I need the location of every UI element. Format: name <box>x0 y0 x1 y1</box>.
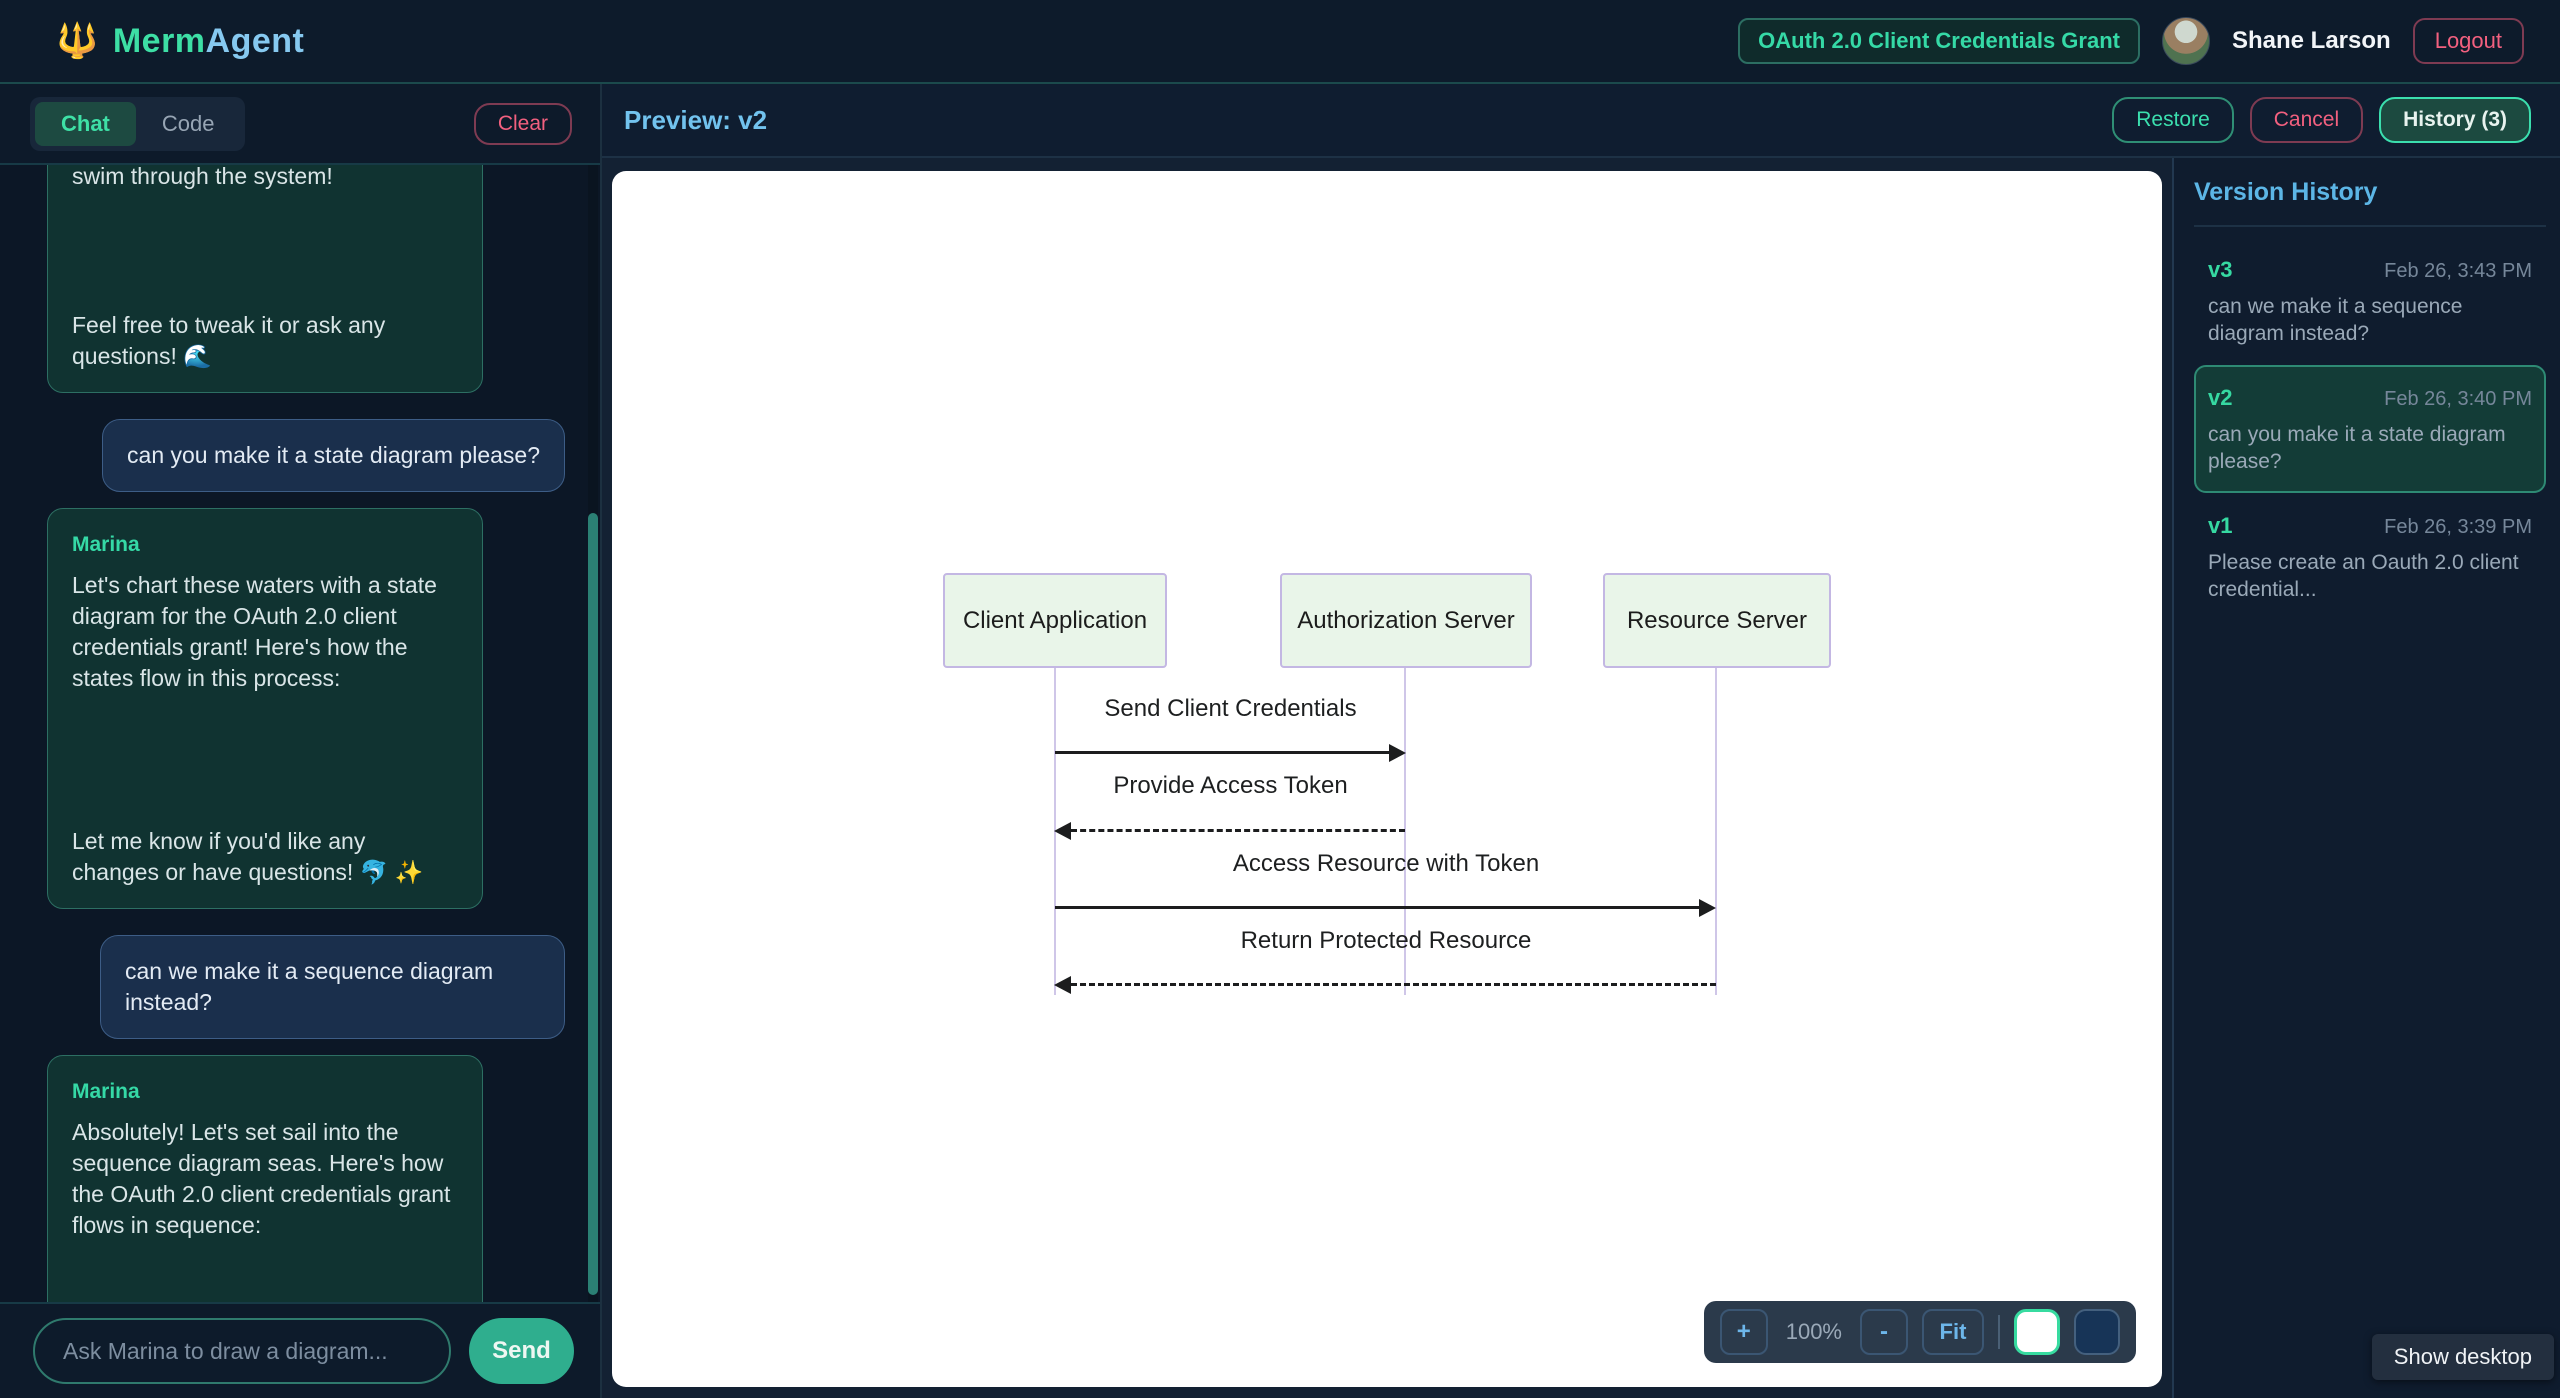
message-text: Feel free to tweak it or ask any questio… <box>72 312 386 369</box>
cancel-button[interactable]: Cancel <box>2249 97 2364 143</box>
preview-actions: Restore Cancel History (3) <box>2112 97 2531 143</box>
user-message: can we make it a sequence diagram instea… <box>100 935 565 1039</box>
chat-message-list[interactable]: This will help you see how the tokens sw… <box>0 165 600 1302</box>
version-item-header: v3 Feb 26, 3:43 PM <box>2208 257 2532 283</box>
avatar[interactable] <box>2161 17 2210 65</box>
arrowhead-icon <box>1389 744 1406 762</box>
version-timestamp: Feb 26, 3:39 PM <box>2384 516 2532 538</box>
sequence-actor: Client Application <box>943 573 1167 668</box>
app-logo: 🔱 MermAgent <box>56 21 304 61</box>
message-diagram-gap <box>72 1241 458 1302</box>
chat-input-bar: Send <box>0 1302 600 1398</box>
sequence-message-line <box>1071 829 1405 832</box>
sidebar-tab-bar: Chat Code Clear <box>0 84 600 165</box>
show-desktop-tooltip: Show desktop <box>2371 1334 2554 1380</box>
version-prompt: can we make it a sequence diagram instea… <box>2208 295 2463 345</box>
preview-header: Preview: v2 Restore Cancel History (3) <box>602 84 2560 158</box>
version-timestamp: Feb 26, 3:43 PM <box>2384 260 2532 282</box>
message-author: Marina <box>72 1080 140 1103</box>
logo-text: MermAgent <box>113 22 305 61</box>
user-message: can you make it a state diagram please? <box>102 419 565 492</box>
version-history-title: Version History <box>2194 178 2546 227</box>
sequence-message-line <box>1071 983 1716 986</box>
version-item-header: v2 Feb 26, 3:40 PM <box>2208 385 2532 411</box>
version-label: v3 <box>2208 257 2233 282</box>
chat-sidebar: Chat Code Clear This will help you see h… <box>0 84 602 1398</box>
tab-code[interactable]: Code <box>136 102 241 146</box>
version-prompt: Please create an Oauth 2.0 client creden… <box>2208 551 2519 601</box>
version-label: v1 <box>2208 513 2233 538</box>
lifeline <box>1715 668 1717 995</box>
tab-group: Chat Code <box>30 96 246 151</box>
sequence-message-label: Send Client Credentials <box>1104 695 1357 722</box>
version-label: v2 <box>2208 385 2233 410</box>
message-text: Let's chart these waters with a state di… <box>72 572 437 691</box>
version-item-v1[interactable]: v1 Feb 26, 3:39 PM Please create an Oaut… <box>2194 493 2546 621</box>
clear-chat-button[interactable]: Clear <box>473 102 572 145</box>
sequence-actor: Authorization Server <box>1280 573 1532 668</box>
logo-agent: Agent <box>205 21 305 60</box>
project-badge: OAuth 2.0 Client Credentials Grant <box>1738 18 2140 64</box>
sequence-message-line <box>1055 906 1700 909</box>
version-item-v3[interactable]: v3 Feb 26, 3:43 PM can we make it a sequ… <box>2194 237 2546 365</box>
diagram-canvas: Client Application Authorization Server … <box>612 171 2162 1387</box>
message-diagram-gap <box>72 694 458 826</box>
zoom-in-button[interactable]: + <box>1719 1309 1768 1355</box>
message-text: Absolutely! Let's set sail into the sequ… <box>72 1119 451 1238</box>
sequence-message-label: Provide Access Token <box>1113 772 1348 799</box>
fit-button[interactable]: Fit <box>1922 1309 1984 1355</box>
toolbar-divider <box>1998 1315 2000 1349</box>
main-body: Client Application Authorization Server … <box>602 158 2560 1398</box>
logout-button[interactable]: Logout <box>2412 18 2524 64</box>
logo-merm: Merm <box>112 21 206 60</box>
theme-dark-swatch[interactable] <box>2074 1309 2120 1355</box>
top-bar-right: OAuth 2.0 Client Credentials Grant Shane… <box>1738 17 2524 65</box>
zoom-level: 100% <box>1785 1319 1842 1344</box>
workspace: Chat Code Clear This will help you see h… <box>0 84 2560 1398</box>
zoom-toolbar: + 100% - Fit <box>1703 1301 2136 1363</box>
history-button[interactable]: History (3) <box>2379 97 2531 143</box>
version-timestamp: Feb 26, 3:40 PM <box>2384 388 2532 410</box>
tab-chat[interactable]: Chat <box>35 101 136 146</box>
assistant-message: Marina Absolutely! Let's set sail into t… <box>47 1055 483 1302</box>
version-item-v2[interactable]: v2 Feb 26, 3:40 PM can you make it a sta… <box>2194 365 2546 493</box>
sequence-message-label: Return Protected Resource <box>1240 927 1532 954</box>
assistant-message: Marina Let's chart these waters with a s… <box>47 508 483 909</box>
message-text: Let me know if you'd like any changes or… <box>72 828 424 885</box>
message-text: This will help you see how the tokens sw… <box>72 165 333 189</box>
sequence-message-line <box>1055 751 1390 754</box>
sequence-message-label: Access Resource with Token <box>1232 850 1540 877</box>
preview-title: Preview: v2 <box>624 104 768 135</box>
chat-input[interactable] <box>33 1318 451 1384</box>
diagram-canvas-wrap: Client Application Authorization Server … <box>602 158 2172 1398</box>
zoom-out-button[interactable]: - <box>1860 1309 1908 1355</box>
assistant-message: This will help you see how the tokens sw… <box>47 165 483 393</box>
chat-scrollbar-thumb[interactable] <box>588 513 598 1295</box>
lifeline <box>1404 668 1406 995</box>
send-button[interactable]: Send <box>469 1318 574 1384</box>
version-prompt: can you make it a state diagram please? <box>2208 423 2506 473</box>
top-bar: 🔱 MermAgent OAuth 2.0 Client Credentials… <box>0 0 2560 84</box>
arrowhead-icon <box>1054 822 1071 840</box>
restore-button[interactable]: Restore <box>2112 97 2234 143</box>
trident-icon: 🔱 <box>56 22 99 60</box>
arrowhead-icon <box>1699 899 1716 917</box>
arrowhead-icon <box>1054 976 1071 994</box>
message-author: Marina <box>72 533 140 556</box>
version-history-panel: Version History v3 Feb 26, 3:43 PM can w… <box>2172 158 2560 1398</box>
sequence-actor: Resource Server <box>1603 573 1831 668</box>
user-name: Shane Larson <box>2231 27 2391 54</box>
version-item-header: v1 Feb 26, 3:39 PM <box>2208 513 2532 539</box>
message-diagram-gap <box>72 192 458 310</box>
main-area: Preview: v2 Restore Cancel History (3) C… <box>602 84 2560 1398</box>
theme-light-swatch[interactable] <box>2014 1309 2060 1355</box>
